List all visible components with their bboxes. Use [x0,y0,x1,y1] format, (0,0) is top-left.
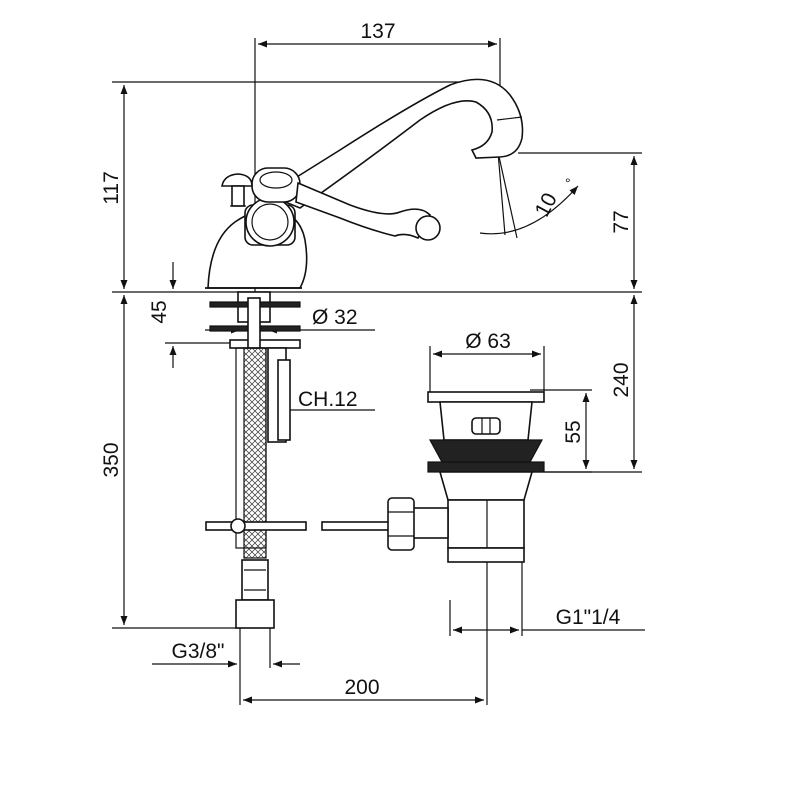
label-spout-angle: 10 [531,189,562,220]
label-waste-height: 240 [610,362,633,397]
dimension-lines [112,38,645,705]
label-hose-length: 350 [100,442,123,477]
label-base-diameter: Ø 32 [312,306,358,329]
label-inlet-thread: G3/8" [172,640,225,663]
label-hex-key: CH.12 [298,388,358,411]
mounting-assembly [205,291,393,629]
mixer-body [205,78,524,289]
label-waste-cap: 55 [562,420,585,443]
label-total-height: 117 [100,171,123,204]
waste-assembly [387,391,545,563]
dimension-labels: 137 117 77 10 ° 45 Ø 32 CH.12 350 Ø 63 2… [100,20,633,699]
label-waste-thread: G1"1/4 [556,606,621,629]
label-degree: ° [565,175,571,191]
label-spout-reach: 137 [360,20,395,43]
label-waste-diameter: Ø 63 [465,330,511,353]
label-waste-offset: 200 [344,676,379,699]
label-base-thickness: 45 [148,300,171,323]
label-spout-height: 77 [610,210,633,233]
